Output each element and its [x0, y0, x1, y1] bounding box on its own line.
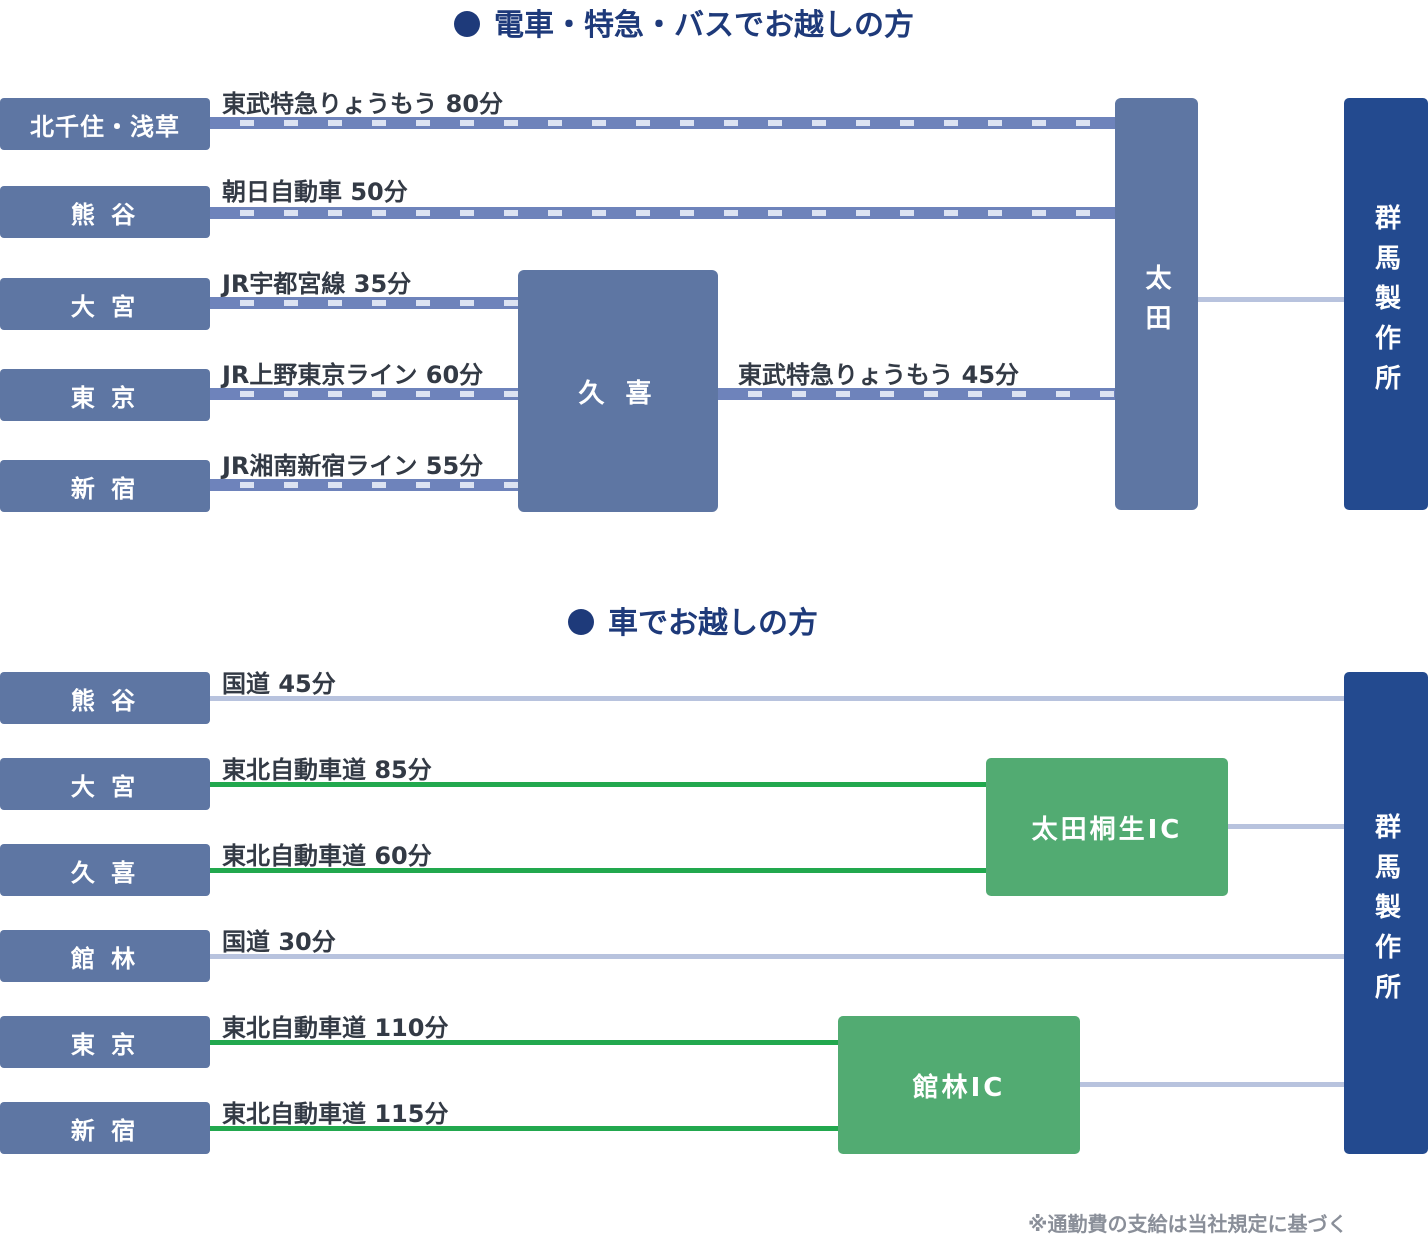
rail-line-kuki-ota	[718, 388, 1115, 400]
train-heading: 電車・特急・バスでお越しの方	[454, 0, 914, 44]
car-route-label-tatebayashi: 国道 30分	[222, 928, 336, 956]
route-label-shonan-shinjuku-55: JR湘南新宿ライン 55分	[222, 452, 484, 480]
station-kitasenju-asakusa: 北千住・浅草	[0, 98, 210, 150]
route-label-ueno-tokyo-60: JR上野東京ライン 60分	[222, 361, 484, 389]
car-heading-text: 車でお越しの方	[608, 606, 818, 641]
rail-line-omiya-kuki	[210, 297, 518, 309]
origin-tatebayashi: 館 林	[0, 930, 210, 982]
connector-ota-ic-factory	[1228, 824, 1344, 829]
car-route-label-kumagaya: 国道 45分	[222, 670, 336, 698]
connector-tatebayashi-ic-factory	[1080, 1082, 1344, 1087]
ic-ota-kiryu: 太田桐生IC	[986, 758, 1228, 896]
origin-kuki: 久 喜	[0, 844, 210, 896]
rail-line-shinjuku-kuki	[210, 479, 518, 491]
station-omiya: 大 宮	[0, 278, 210, 330]
car-route-label-shinjuku: 東北自動車道 115分	[222, 1100, 449, 1128]
origin-kumagaya: 熊 谷	[0, 672, 210, 724]
connector-ota-factory	[1198, 297, 1344, 302]
route-label-asahi-bus-50: 朝日自動車 50分	[222, 178, 408, 206]
rail-line-kumagaya-ota	[210, 207, 1115, 219]
road-line-tatebayashi-factory	[210, 954, 1344, 959]
ic-tatebayashi: 館林IC	[838, 1016, 1080, 1154]
hub-kuki: 久 喜	[518, 270, 718, 512]
expressway-line-kuki-ota-ic	[210, 868, 986, 873]
origin-shinjuku: 新 宿	[0, 1102, 210, 1154]
car-route-label-kuki: 東北自動車道 60分	[222, 842, 432, 870]
station-tokyo: 東 京	[0, 369, 210, 421]
route-label-utsunomiya-35: JR宇都宮線 35分	[222, 270, 412, 298]
rail-line-tokyo-kuki	[210, 388, 518, 400]
car-heading: 車でお越しの方	[568, 598, 818, 642]
destination-gunma-factory-train: 群馬製作所	[1344, 98, 1428, 510]
bullet-icon	[454, 11, 480, 37]
destination-gunma-factory-car: 群馬製作所	[1344, 672, 1428, 1154]
car-route-label-tokyo: 東北自動車道 110分	[222, 1014, 449, 1042]
expressway-line-omiya-ota-ic	[210, 782, 986, 787]
rail-line-kitasenju-ota	[210, 117, 1115, 129]
origin-omiya: 大 宮	[0, 758, 210, 810]
train-heading-text: 電車・特急・バスでお越しの方	[494, 8, 914, 43]
expressway-line-tokyo-tatebayashi-ic	[210, 1040, 838, 1045]
route-label-tobu-80: 東武特急りょうもう 80分	[222, 90, 504, 118]
expressway-line-shinjuku-tatebayashi-ic	[210, 1126, 838, 1131]
origin-tokyo: 東 京	[0, 1016, 210, 1068]
bullet-icon	[568, 609, 594, 635]
station-kumagaya: 熊 谷	[0, 186, 210, 238]
footnote: ※通勤費の支給は当社規定に基づく	[1028, 1212, 1348, 1236]
hub-ota: 太田	[1115, 98, 1198, 510]
car-route-label-omiya: 東北自動車道 85分	[222, 756, 432, 784]
station-shinjuku: 新 宿	[0, 460, 210, 512]
road-line-kumagaya-factory	[210, 696, 1344, 701]
route-label-tobu-45: 東武特急りょうもう 45分	[738, 361, 1020, 389]
